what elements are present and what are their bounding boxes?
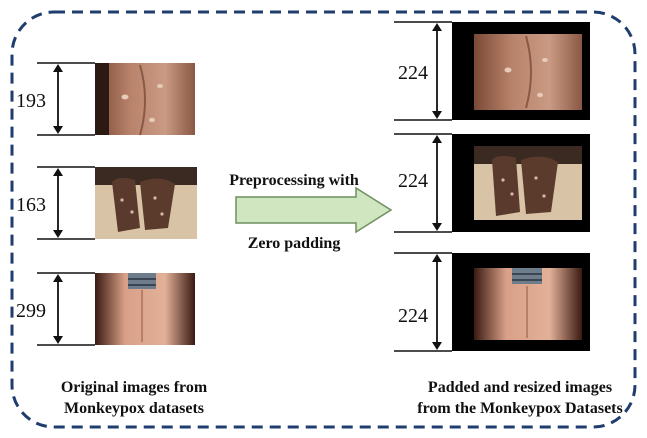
dimension-label-left-1: 193	[16, 90, 46, 112]
original-image-3	[95, 273, 195, 345]
dimension-label-right-2: 224	[398, 170, 428, 192]
dimension-label-right-3: 224	[398, 305, 428, 327]
dimension-label-left-3: 299	[16, 300, 46, 322]
dimension-marker-right-3	[394, 253, 452, 351]
preprocessing-arrow	[236, 188, 391, 232]
arrow-label-bottom: Zero padding	[248, 235, 341, 252]
right-caption-line-2: from the Monkeypox Datasets	[417, 400, 622, 417]
left-caption-line-2: Monkeypox datasets	[64, 400, 204, 417]
dimension-label-left-2: 163	[16, 194, 46, 216]
arrow-label-top: Preprocessing with	[229, 172, 359, 189]
original-image-1	[95, 63, 195, 135]
original-image-2	[95, 167, 197, 239]
padded-image-1	[452, 22, 590, 120]
padded-image-2	[452, 134, 590, 232]
right-caption-line-1: Padded and resized images	[428, 379, 612, 396]
dimension-label-right-1: 224	[398, 62, 428, 84]
padded-image-3	[452, 253, 590, 351]
left-caption-line-1: Original images from	[61, 379, 208, 396]
